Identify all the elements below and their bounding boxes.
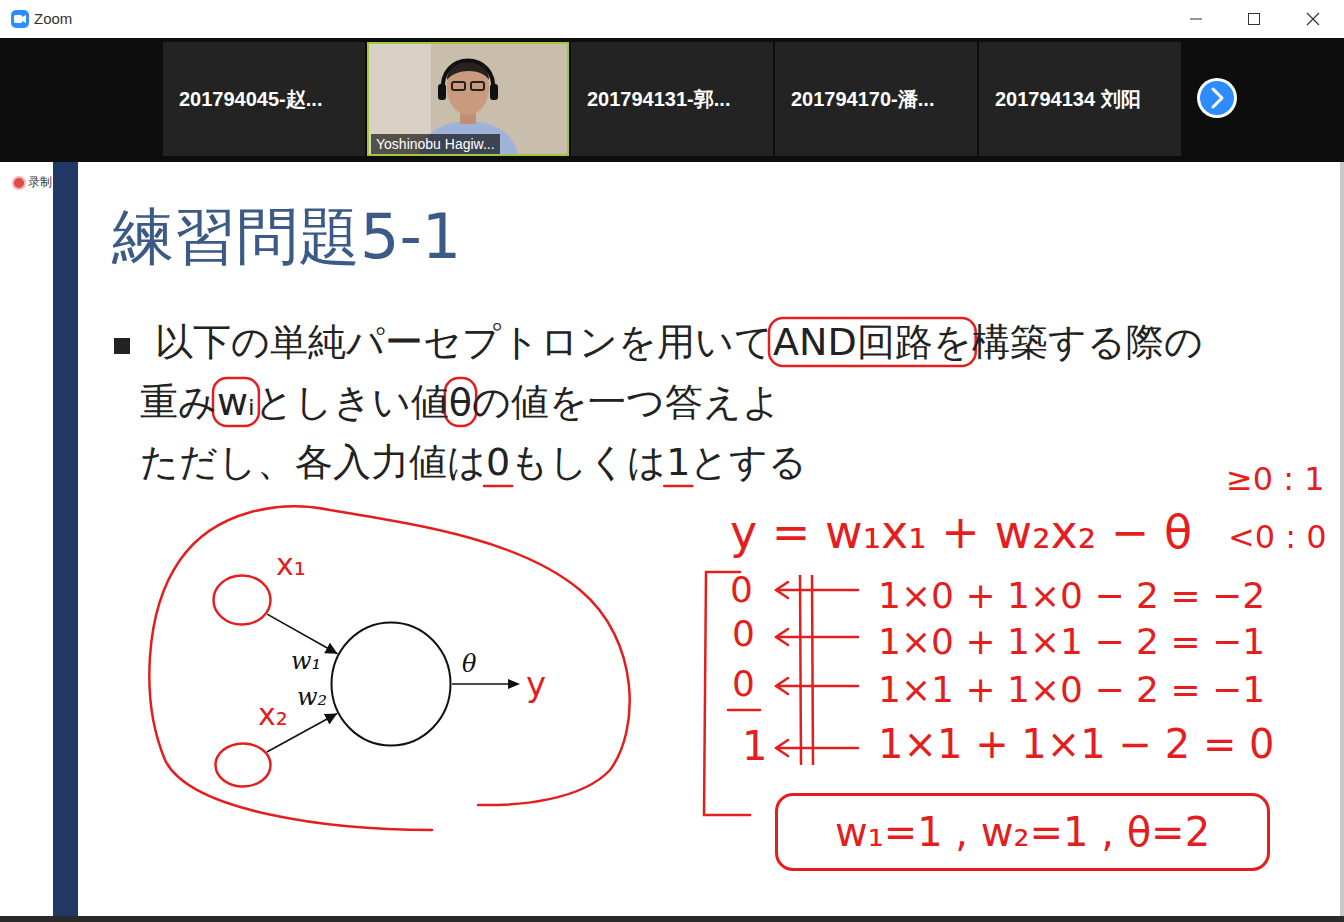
person-headphones [438, 84, 446, 100]
zoom-icon-lens [22, 15, 26, 23]
handwritten-formula: y = w₁x₁ + w₂x₂ − θ [730, 505, 1192, 560]
handwritten-arrow [776, 629, 858, 645]
close-button [1307, 13, 1319, 25]
handwritten-calc: 1×1 + 1×0 − 2 = −1 [878, 668, 1265, 711]
gallery-band [0, 38, 1344, 162]
truth-output: 1 [742, 722, 767, 770]
input-label: x₁ [276, 548, 306, 583]
output-arrowhead [508, 679, 520, 689]
input-node: x₂ [214, 742, 272, 788]
record-indicator: 录制 [28, 175, 52, 189]
person-glasses [471, 82, 484, 90]
video-wall [369, 44, 567, 154]
record-dot [13, 177, 25, 189]
truth-output: 0 [732, 662, 755, 705]
next-page-button [1197, 78, 1237, 118]
window-title: Zoom [34, 10, 72, 28]
input-circle [214, 742, 272, 788]
maximize-button [1249, 14, 1260, 25]
handwritten-underline [664, 485, 692, 488]
zoom-icon [11, 10, 29, 28]
handwritten-arrow [776, 678, 858, 694]
question-text: 以下の単純パーセプトロンを用いてAND回路を構築する際の [155, 320, 1203, 366]
input-label: x₂ [258, 698, 288, 733]
participant-name: 201794045-赵... [179, 86, 322, 113]
handwritten-rule: <0 : 0 [1228, 518, 1327, 556]
handwritten-circle [214, 576, 271, 625]
participant-tile: 201794170-潘... [775, 42, 977, 156]
handwritten-calc: 1×1 + 1×1 − 2 = 0 [878, 720, 1275, 768]
participant-name: Yoshinobu Hagiw... [371, 134, 500, 154]
slide-title: 練習問題5-1 [112, 200, 461, 274]
minimize-button [1190, 19, 1202, 20]
next-page-chevron [1213, 89, 1222, 107]
question-text: ただし、各入力値は0もしくは1とする [140, 440, 807, 486]
output-label: y [526, 664, 546, 705]
handwritten-rule: ≥0 : 1 [1226, 460, 1325, 498]
question-text: 重みwᵢとしきい値θの値を一つ答えよ [140, 380, 781, 426]
window-bottom-edge [0, 916, 1344, 922]
input-node: x₁ [212, 574, 272, 626]
participant-name: 201794170-潘... [791, 86, 934, 113]
handwritten-double-line [800, 575, 801, 765]
output-arrow [452, 683, 512, 685]
handwritten-calc: 1×0 + 1×0 − 2 = −2 [878, 574, 1265, 617]
neuron-outline [332, 623, 451, 746]
handwritten-arrow [776, 582, 858, 598]
answer-box: w₁=1 , w₂=1 , θ=2 [775, 793, 1270, 871]
truth-output: 0 [732, 612, 755, 655]
person-headphones [443, 61, 494, 93]
participant-tile: 201794131-郭... [571, 42, 773, 156]
title-bar [0, 0, 1344, 38]
participant-name: 201794134 刘阳 [995, 86, 1141, 113]
participant-tile: Yoshinobu Hagiw... [367, 42, 569, 156]
weight-label: w₁ [290, 648, 322, 676]
video-feed [369, 44, 567, 154]
participant-name: 201794131-郭... [587, 86, 730, 113]
input-circle [212, 574, 272, 626]
handwritten-double-line [812, 575, 813, 765]
neuron-circle [330, 621, 452, 747]
window-border [1340, 162, 1344, 922]
participant-tile: 201794134 刘阳 [979, 42, 1181, 156]
person-headphones [490, 84, 498, 100]
handwritten-arrow [776, 740, 858, 756]
truth-output: 0 [730, 568, 753, 611]
weight-label: w₂ [296, 684, 328, 712]
zoom-icon-camera [14, 15, 22, 23]
handwritten-underline [484, 485, 512, 488]
handwritten-calc: 1×0 + 1×1 − 2 = −1 [878, 620, 1265, 663]
handwritten-loop [149, 507, 629, 830]
slide-area [0, 162, 1344, 922]
bullet [114, 338, 130, 354]
neuron-node: θ [330, 621, 452, 747]
handwritten-circle [216, 744, 271, 787]
handwritten-underline [728, 709, 760, 712]
next-page-button [1200, 81, 1234, 115]
person-glasses [452, 82, 465, 90]
slide-side-bar [53, 162, 78, 916]
answer-text: w₁=1 , w₂=1 , θ=2 [835, 809, 1210, 855]
threshold-label: θ [462, 651, 476, 677]
person-head [447, 61, 489, 115]
participant-tile: 201794045-赵... [163, 42, 365, 156]
